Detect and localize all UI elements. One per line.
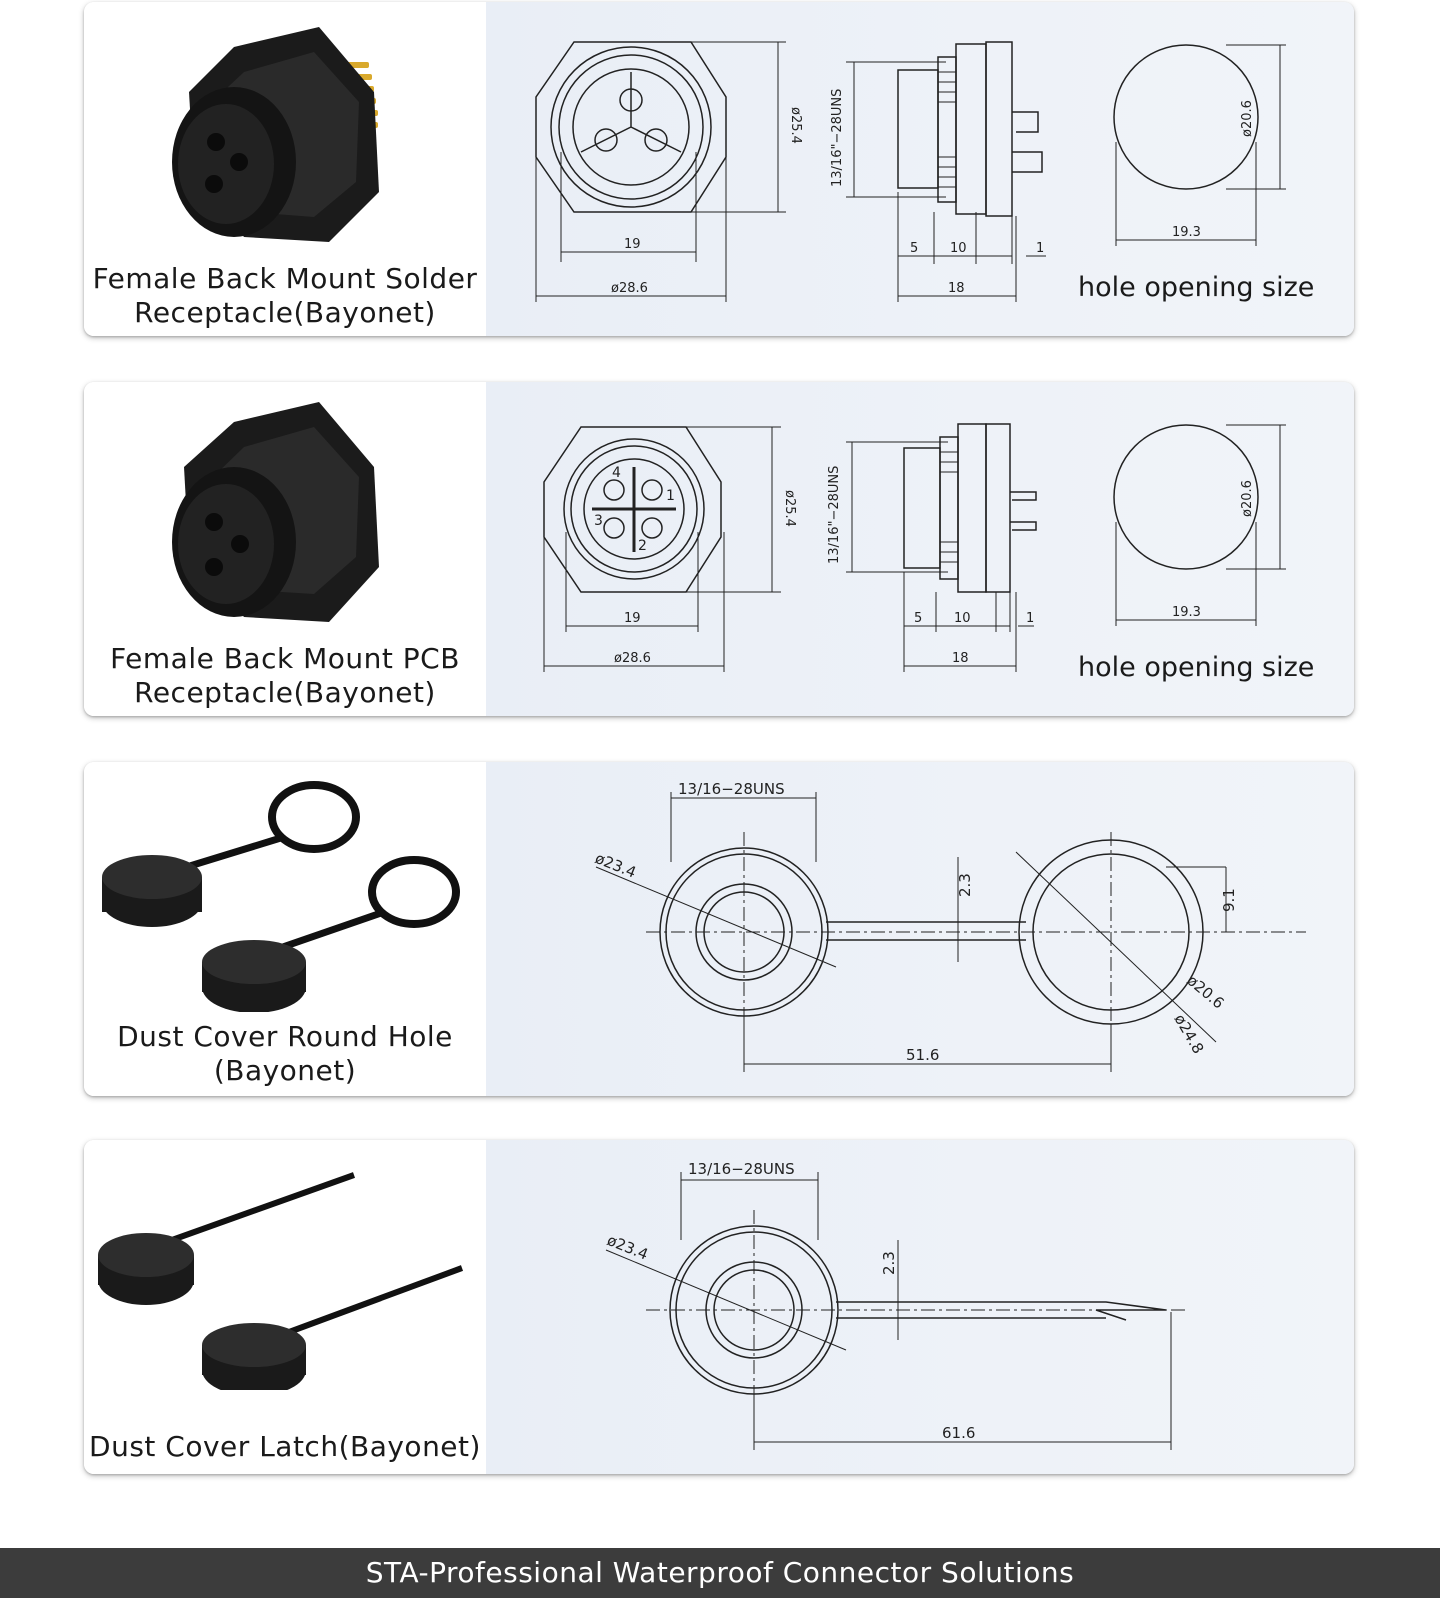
- dim-hole-w: 19.3: [1172, 605, 1201, 620]
- dim-length: 61.6: [942, 1424, 975, 1442]
- product-label-line1: Female Back Mount PCB: [110, 642, 460, 675]
- dust-cover-latch-drawing: 13/16−28UNS ø23.4 2.3 61.6: [605, 1160, 1186, 1450]
- product-label-line2: (Bayonet): [213, 1054, 357, 1087]
- product-label-line2: Receptacle(Bayonet): [134, 676, 436, 709]
- dim-ring-out: ø24.8: [1171, 1011, 1208, 1057]
- dim-s5: 5: [910, 241, 918, 256]
- dim-hole-dia: ø20.6: [1240, 480, 1255, 517]
- pin-3: 3: [594, 513, 603, 529]
- product-card-pcb: Female Back Mount PCB Receptacle(Bayonet…: [84, 382, 1354, 716]
- technical-drawing-panel: 4 1 3 2 ø25.4 19 ø28.6 13/16"−28UNS 5 10…: [486, 382, 1354, 716]
- dim-thread: 13/16"−28UNS: [827, 466, 842, 564]
- product-photo-panel: Dust Cover Round Hole (Bayonet): [84, 762, 486, 1096]
- footer-banner: STA-Professional Waterproof Connector So…: [0, 1548, 1440, 1598]
- dim-hole-w: 19.3: [1172, 225, 1201, 240]
- product-label-line2: Receptacle(Bayonet): [134, 296, 436, 329]
- pcb-receptacle-drawing: 4 1 3 2 ø25.4 19 ø28.6 13/16"−28UNS 5 10…: [543, 423, 1286, 672]
- pin-1: 1: [666, 488, 675, 504]
- dim-thread: 13/16−28UNS: [688, 1160, 795, 1178]
- solder-receptacle-photo: [172, 27, 379, 242]
- dim-front-dia: ø25.4: [782, 490, 797, 527]
- dim-s5: 5: [914, 611, 922, 626]
- dim-front-outer: ø28.6: [611, 281, 648, 296]
- dim-ring-h: 9.1: [1220, 888, 1238, 912]
- pin-2: 2: [638, 538, 647, 554]
- dim-front-dia: ø25.4: [788, 107, 803, 144]
- product-label-line1: Dust Cover Latch(Bayonet): [89, 1430, 481, 1463]
- solder-receptacle-drawing: ø25.4 19 ø28.6 13/16"−28UNS 5 10 1 18 ø2…: [535, 41, 1286, 302]
- dim-strap: 2.3: [956, 873, 974, 897]
- product-photo-panel: Female Back Mount Solder Receptacle(Bayo…: [84, 2, 486, 336]
- product-card-solder: Female Back Mount Solder Receptacle(Bayo…: [84, 2, 1354, 336]
- dim-thread: 13/16"−28UNS: [830, 89, 845, 187]
- dim-length: 51.6: [906, 1046, 939, 1064]
- product-label-line1: Dust Cover Round Hole: [117, 1020, 453, 1053]
- dust-cover-round-photo: [102, 781, 460, 1012]
- dim-front-inner: 19: [624, 237, 641, 252]
- dim-s1: 1: [1036, 241, 1044, 256]
- pin-4: 4: [612, 465, 621, 481]
- dim-thread: 13/16−28UNS: [678, 780, 785, 798]
- dust-cover-round-drawing: 13/16−28UNS ø23.4 2.3 9.1 ø20.6 ø24.8 51…: [593, 780, 1306, 1072]
- dim-s18: 18: [948, 281, 965, 296]
- product-label-line1: Female Back Mount Solder: [92, 262, 478, 295]
- hole-opening-label: hole opening size: [1078, 272, 1315, 303]
- hole-opening-label: hole opening size: [1078, 652, 1315, 683]
- dim-s10: 10: [950, 241, 967, 256]
- technical-drawing-panel: 13/16−28UNS ø23.4 2.3 9.1 ø20.6 ø24.8 51…: [486, 762, 1354, 1096]
- dim-s18: 18: [952, 651, 969, 666]
- dim-strap: 2.3: [880, 1251, 898, 1275]
- dim-ring-in: ø20.6: [1183, 971, 1227, 1012]
- dim-cap-dia: ø23.4: [593, 849, 639, 882]
- technical-drawing-panel: ø25.4 19 ø28.6 13/16"−28UNS 5 10 1 18 ø2…: [486, 2, 1354, 336]
- dust-cover-latch-photo: [98, 1172, 464, 1390]
- dim-front-inner: 19: [624, 611, 641, 626]
- product-photo-panel: Female Back Mount PCB Receptacle(Bayonet…: [84, 382, 486, 716]
- technical-drawing-panel: 13/16−28UNS ø23.4 2.3 61.6: [486, 1140, 1354, 1474]
- product-card-dust-cover-round: Dust Cover Round Hole (Bayonet) 13/16−28…: [84, 762, 1354, 1096]
- dim-s1: 1: [1026, 611, 1034, 626]
- product-card-dust-cover-latch: Dust Cover Latch(Bayonet) 13/16−28UNS ø2…: [84, 1140, 1354, 1474]
- dim-s10: 10: [954, 611, 971, 626]
- pcb-receptacle-photo: [172, 402, 379, 622]
- dim-hole-dia: ø20.6: [1240, 100, 1255, 137]
- dim-front-outer: ø28.6: [614, 651, 651, 666]
- product-photo-panel: Dust Cover Latch(Bayonet): [84, 1140, 486, 1474]
